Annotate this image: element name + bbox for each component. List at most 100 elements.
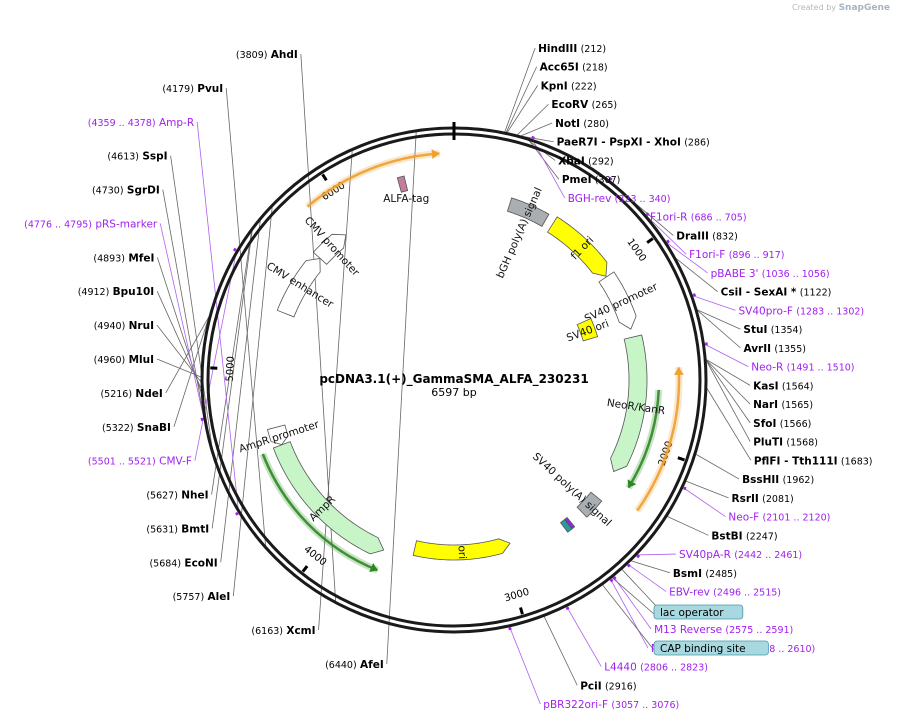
leader-line <box>516 103 549 136</box>
enzyme-position: (280) <box>583 119 609 130</box>
enzyme-label: (6440) AfeI <box>325 659 384 671</box>
enzyme-name: SspI <box>142 151 167 163</box>
enzyme-name: AleI <box>208 591 231 603</box>
feature-m13-rev <box>564 516 576 530</box>
enzyme-name: SnaBI <box>137 422 171 434</box>
leader-line <box>506 85 538 133</box>
enzyme-position: (5757) <box>173 592 205 603</box>
enzyme-position: (1683) <box>841 456 873 467</box>
enzyme-name: PflFI - Tth111I <box>754 455 838 467</box>
enzyme-name: MfeI <box>128 252 154 264</box>
leader-line <box>627 563 667 592</box>
primer-position: (4359 .. 4378) <box>88 118 156 129</box>
leader-line <box>685 480 729 499</box>
boxed-feature-label: lac operator <box>660 607 724 619</box>
enzyme-name: EcoNI <box>184 557 217 569</box>
primer-position: (1036 .. 1056) <box>762 269 830 280</box>
orf-arc <box>306 152 440 208</box>
enzyme-name: BmtI <box>181 523 209 535</box>
enzyme-label: EcoRV (265) <box>551 99 617 111</box>
enzyme-position: (4179) <box>162 84 194 95</box>
boxed-feature-label: CAP binding site <box>660 643 746 655</box>
enzyme-label: XbaI (292) <box>558 155 614 167</box>
enzyme-label: (4940) NruI <box>94 320 154 332</box>
feature-ampr <box>272 441 385 555</box>
enzyme-name: DraIII <box>676 230 709 242</box>
scale-tick-label: 1000 <box>624 237 648 264</box>
enzyme-label: PmeI (307) <box>562 174 621 186</box>
enzyme-name: NheI <box>181 490 208 502</box>
leader-line <box>602 584 655 651</box>
plasmid-size: 6597 bp <box>431 386 476 399</box>
enzyme-position: (4940) <box>94 321 126 332</box>
leader-line <box>621 569 661 611</box>
enzyme-label: HindIII (212) <box>538 43 606 55</box>
enzyme-name: StuI <box>743 324 767 336</box>
primer-name: L4440 <box>604 662 637 674</box>
primer-name: CMV-F <box>159 456 192 468</box>
primer-mark <box>645 212 650 217</box>
enzyme-name: PciI <box>580 680 601 692</box>
primer-mark <box>565 606 570 611</box>
enzyme-name: NarI <box>753 399 778 411</box>
enzyme-name: Bpu10I <box>113 286 155 298</box>
enzyme-name: PmeI <box>562 174 592 186</box>
enzyme-label: (4730) SgrDI <box>92 185 160 197</box>
primer-name: SV40pro-F <box>739 305 793 317</box>
enzyme-label: (4912) Bpu10I <box>78 286 154 298</box>
enzyme-label: KpnI (222) <box>541 80 597 92</box>
leader-line <box>695 453 740 480</box>
enzyme-position: (1122) <box>800 288 832 299</box>
leader-line <box>220 216 262 563</box>
leader-line <box>696 309 741 330</box>
enzyme-label: (4960) MluI <box>94 354 154 366</box>
feature-sv40-promoter <box>598 271 637 330</box>
enzyme-label: DraIII (832) <box>676 230 738 242</box>
enzyme-label: NarI (1565) <box>753 399 813 411</box>
primer-name: Amp-R <box>159 117 194 129</box>
leader-line <box>633 202 674 236</box>
enzyme-position: (1565) <box>781 400 813 411</box>
primer-position: (686 .. 705) <box>691 213 747 224</box>
enzyme-label: (5684) EcoNI <box>149 557 217 569</box>
feature-f1-ori <box>546 216 608 277</box>
boxed-feature-bg <box>653 604 744 620</box>
primer-label: L4440 (2806 .. 2823) <box>604 662 708 674</box>
enzyme-name: BstBI <box>711 530 742 542</box>
leader-line <box>521 135 554 143</box>
credit-text: Created by SnapGene <box>792 3 890 13</box>
enzyme-name: MluI <box>129 354 154 366</box>
enzyme-label: (3809) AhdI <box>236 49 298 61</box>
enzyme-label: (6163) XcmI <box>251 625 315 637</box>
enzyme-position: (218) <box>582 63 608 74</box>
feature-sv40-ori <box>576 318 599 342</box>
leader-line <box>194 250 237 461</box>
orf-arc-glow <box>634 367 683 513</box>
enzyme-position: (1568) <box>786 438 818 449</box>
enzyme-label: SfoI (1566) <box>753 418 811 430</box>
primer-position: (4776 .. 4795) <box>24 219 92 230</box>
scale-tick <box>646 237 654 244</box>
enzyme-label: AvrII (1355) <box>743 343 806 355</box>
boxed-feature-bg <box>653 640 769 656</box>
enzyme-label: (5216) NdeI <box>100 388 162 400</box>
primer-position: (323 .. 340) <box>615 194 671 205</box>
leader-line <box>613 576 652 630</box>
primer-position: (2575 .. 2591) <box>725 625 793 636</box>
leader-line <box>610 578 649 648</box>
enzyme-position: (2916) <box>605 681 637 692</box>
enzyme-label: CsiI - SexAI * (1122) <box>721 287 832 299</box>
leader-line <box>645 215 687 255</box>
primer-name: Neo-F <box>728 512 759 524</box>
orf-arrowhead <box>673 367 684 375</box>
enzyme-position: (1355) <box>774 344 806 355</box>
leader-line <box>162 189 207 433</box>
leader-line <box>705 360 751 442</box>
leader-line <box>156 291 202 389</box>
primer-name: F1ori-R <box>650 212 687 224</box>
enzyme-label: (5631) BmtI <box>146 523 209 535</box>
primer-name: pBR322ori-F <box>543 699 608 711</box>
leader-line <box>156 257 202 394</box>
leader-line <box>211 226 254 529</box>
primer-label: pBABE 3' (1036 .. 1056) <box>711 268 830 280</box>
